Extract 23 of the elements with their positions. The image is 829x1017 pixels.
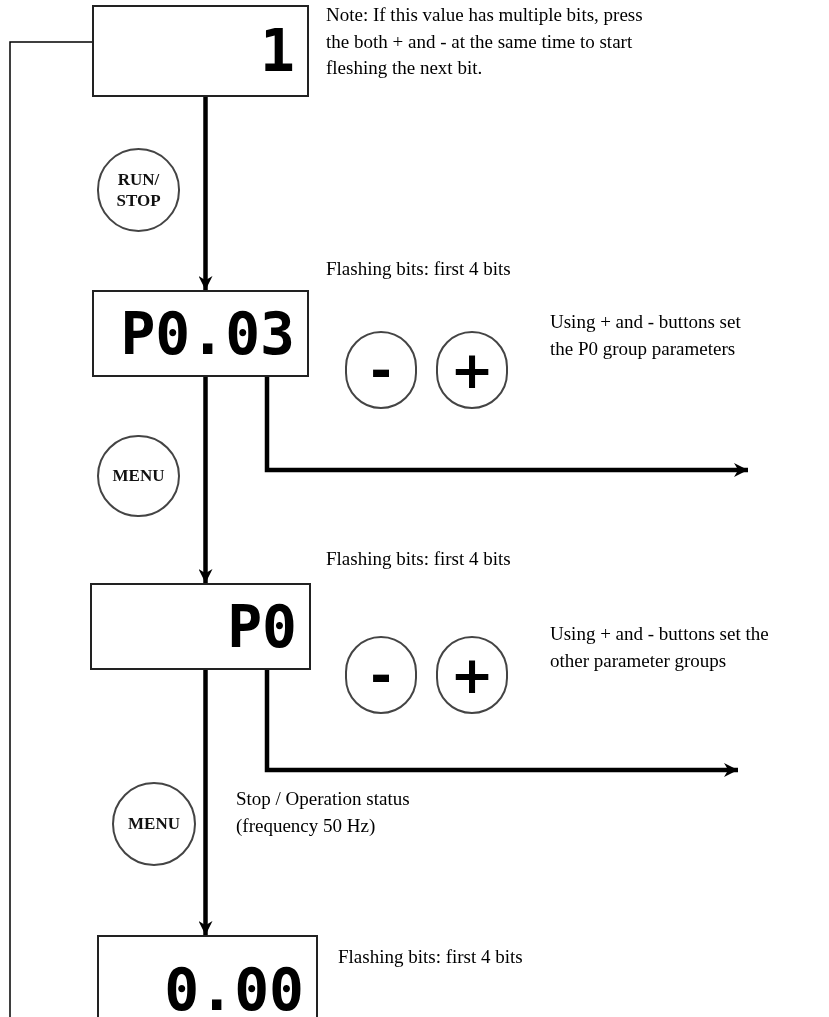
lcd-display: 0.00	[97, 935, 318, 1017]
connector-arrow	[264, 670, 738, 777]
lcd-display: 1	[92, 5, 309, 97]
lcd-display: P0	[90, 583, 311, 670]
lcd-display: P0.03	[92, 290, 309, 377]
connector-arrow	[264, 377, 748, 477]
key-button: RUN/ STOP	[97, 148, 180, 232]
note-text: Flashing bits: first 4 bits	[326, 547, 512, 571]
note-text: Using + and - buttons set the other parameter groups	[550, 622, 770, 673]
key-button: +	[436, 636, 508, 714]
connector-arrow	[198, 97, 213, 290]
key-button: -	[345, 636, 417, 714]
note-text: Flashing bits: first 4 bits	[338, 945, 524, 969]
connector-arrow	[198, 377, 213, 583]
note-text: Note: If this value has multiple bits, press the both + and - at the same time to start fleshing the next bit.	[326, 3, 644, 81]
note-text: Flashing bits: first 4 bits	[326, 257, 512, 281]
key-button: MENU	[112, 782, 196, 866]
note-text: Stop / Operation status (frequency 50 Hz)	[236, 787, 411, 838]
connector-arrow	[198, 670, 213, 935]
key-button: -	[345, 331, 417, 409]
key-button: +	[436, 331, 508, 409]
key-button: MENU	[97, 435, 180, 517]
note-text: Using + and - buttons set the P0 group parameters	[550, 310, 742, 361]
